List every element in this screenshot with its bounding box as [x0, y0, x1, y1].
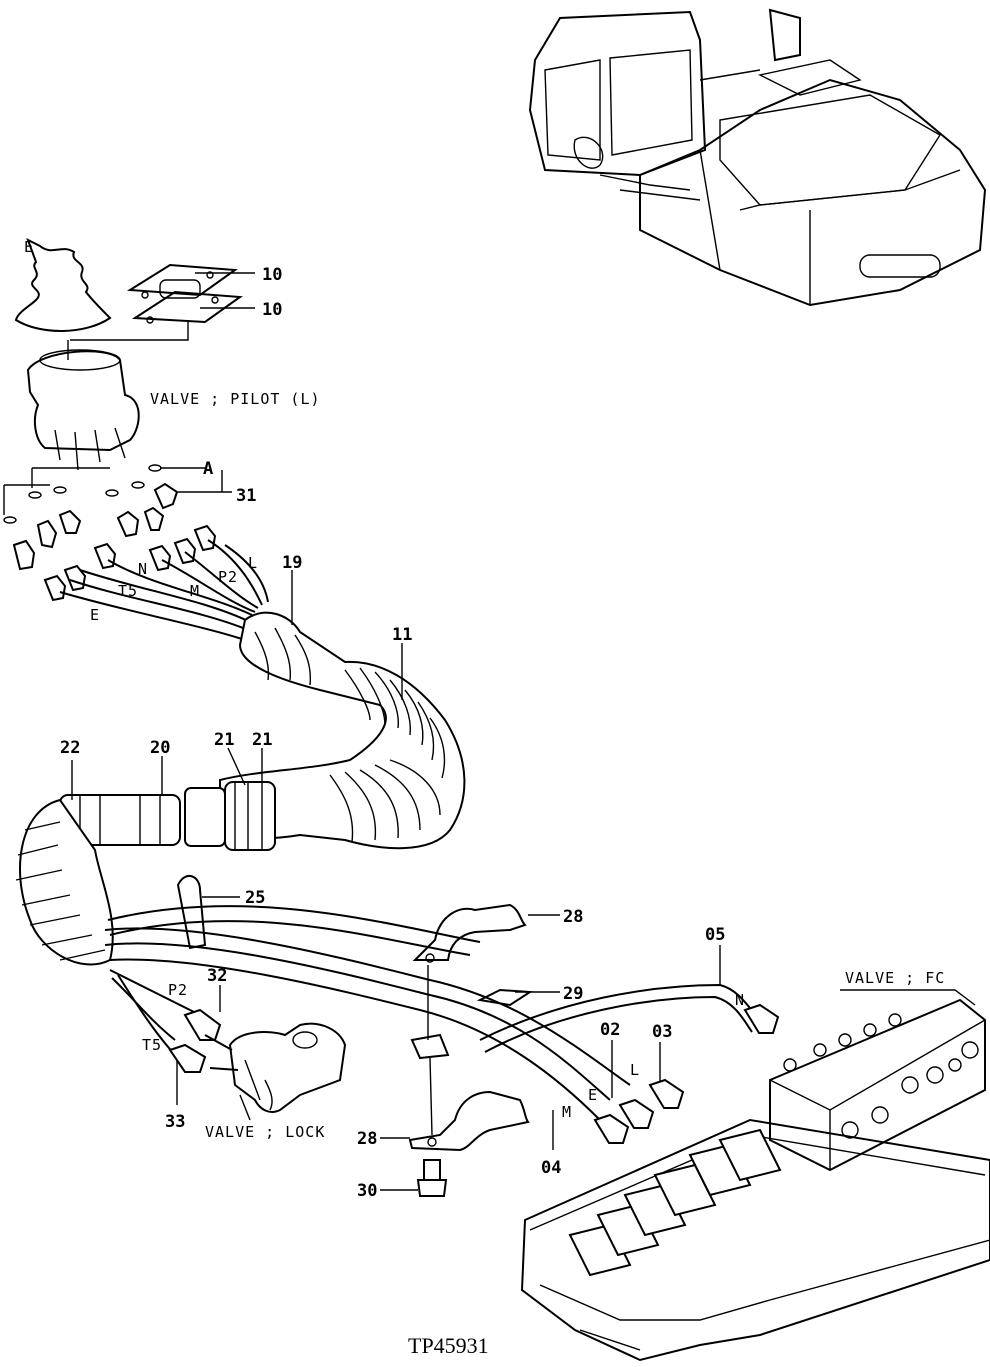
spiral-wrap	[15, 798, 114, 966]
rubber-boot	[14, 237, 112, 332]
callout-p2: P2	[218, 568, 238, 586]
lock-valve	[228, 1022, 347, 1113]
leader-lines	[71, 272, 403, 800]
part-label-04: 04	[541, 1158, 561, 1178]
callout-t5-lower: T5	[142, 1036, 162, 1054]
part-number-labels: 10 10 31 19 11 22 20 21 21 25 28 29 05 0…	[60, 265, 725, 1201]
bracket-28-bottom	[408, 1090, 530, 1152]
valve-lock-label: VALVE ; LOCK	[205, 1123, 325, 1141]
part-label-21a: 21	[214, 730, 234, 750]
part-label-03: 03	[652, 1022, 672, 1042]
fc-fittings	[552, 945, 780, 1150]
callout-m: M	[190, 582, 200, 600]
part-label-22: 22	[60, 738, 80, 758]
part-label-32: 32	[207, 966, 227, 986]
part-label-25: 25	[245, 888, 265, 908]
valve-pilot-label: VALVE ; PILOT (L)	[150, 390, 321, 408]
cable-tie	[176, 875, 207, 950]
callout-p2-lower: P2	[168, 981, 188, 999]
callout-a: A	[203, 459, 213, 479]
part-label-19: 19	[282, 553, 302, 573]
mounting-plates	[126, 263, 243, 324]
lock-valve-fittings	[168, 1008, 239, 1073]
part-label-21b: 21	[252, 730, 272, 750]
callout-m-right: M	[562, 1103, 572, 1121]
part-label-29: 29	[563, 984, 583, 1004]
bolt-30	[416, 1159, 448, 1197]
rail-fittings	[568, 1128, 782, 1277]
callout-e-right: E	[588, 1086, 598, 1104]
clamp-plate	[410, 1033, 450, 1060]
part-label-05: 05	[705, 925, 725, 945]
pilot-hose-bundle	[59, 539, 269, 641]
fc-valve-block	[769, 989, 986, 1172]
callout-e: E	[90, 606, 100, 624]
part-label-10b: 10	[262, 300, 282, 320]
lock-valve-leader	[239, 1094, 251, 1121]
callout-t5: T5	[118, 582, 138, 600]
figure-id: TP45931	[408, 1333, 489, 1358]
line-callouts: E A E T5 M N P2 L P2 T5 N L E M	[24, 238, 745, 1121]
corrugated-hose	[219, 611, 466, 850]
pilot-valve-body	[26, 349, 140, 471]
callout-e-top: E	[24, 238, 34, 256]
part-label-28-bottom: 28	[357, 1129, 377, 1149]
part-label-10a: 10	[262, 265, 282, 285]
part-label-28-top: 28	[563, 907, 583, 927]
callout-n: N	[138, 560, 148, 578]
part-label-02: 02	[600, 1020, 620, 1040]
valve-fc-label: VALVE ; FC	[845, 969, 945, 987]
excavator-illustration	[528, 8, 987, 307]
callout-l: L	[248, 554, 258, 572]
callout-n-right: N	[735, 991, 745, 1009]
part-label-30: 30	[357, 1181, 377, 1201]
component-name-labels: VALVE ; PILOT (L) VALVE ; FC VALVE ; LOC…	[150, 390, 945, 1141]
callout-l-right: L	[630, 1061, 640, 1079]
part-label-20: 20	[150, 738, 170, 758]
bracket-31	[178, 470, 232, 493]
hose-clamp-section	[59, 781, 276, 851]
part-label-33: 33	[165, 1112, 185, 1132]
part-label-11: 11	[392, 625, 412, 645]
part-label-31: 31	[236, 486, 256, 506]
boot-leader-line	[70, 322, 189, 341]
bracket-28-top	[412, 903, 527, 963]
bolt-axis	[427, 965, 433, 1136]
main-hoses-to-fc-valve	[104, 905, 761, 1121]
o-rings	[3, 464, 162, 524]
hose-fittings-pilot	[12, 482, 217, 602]
